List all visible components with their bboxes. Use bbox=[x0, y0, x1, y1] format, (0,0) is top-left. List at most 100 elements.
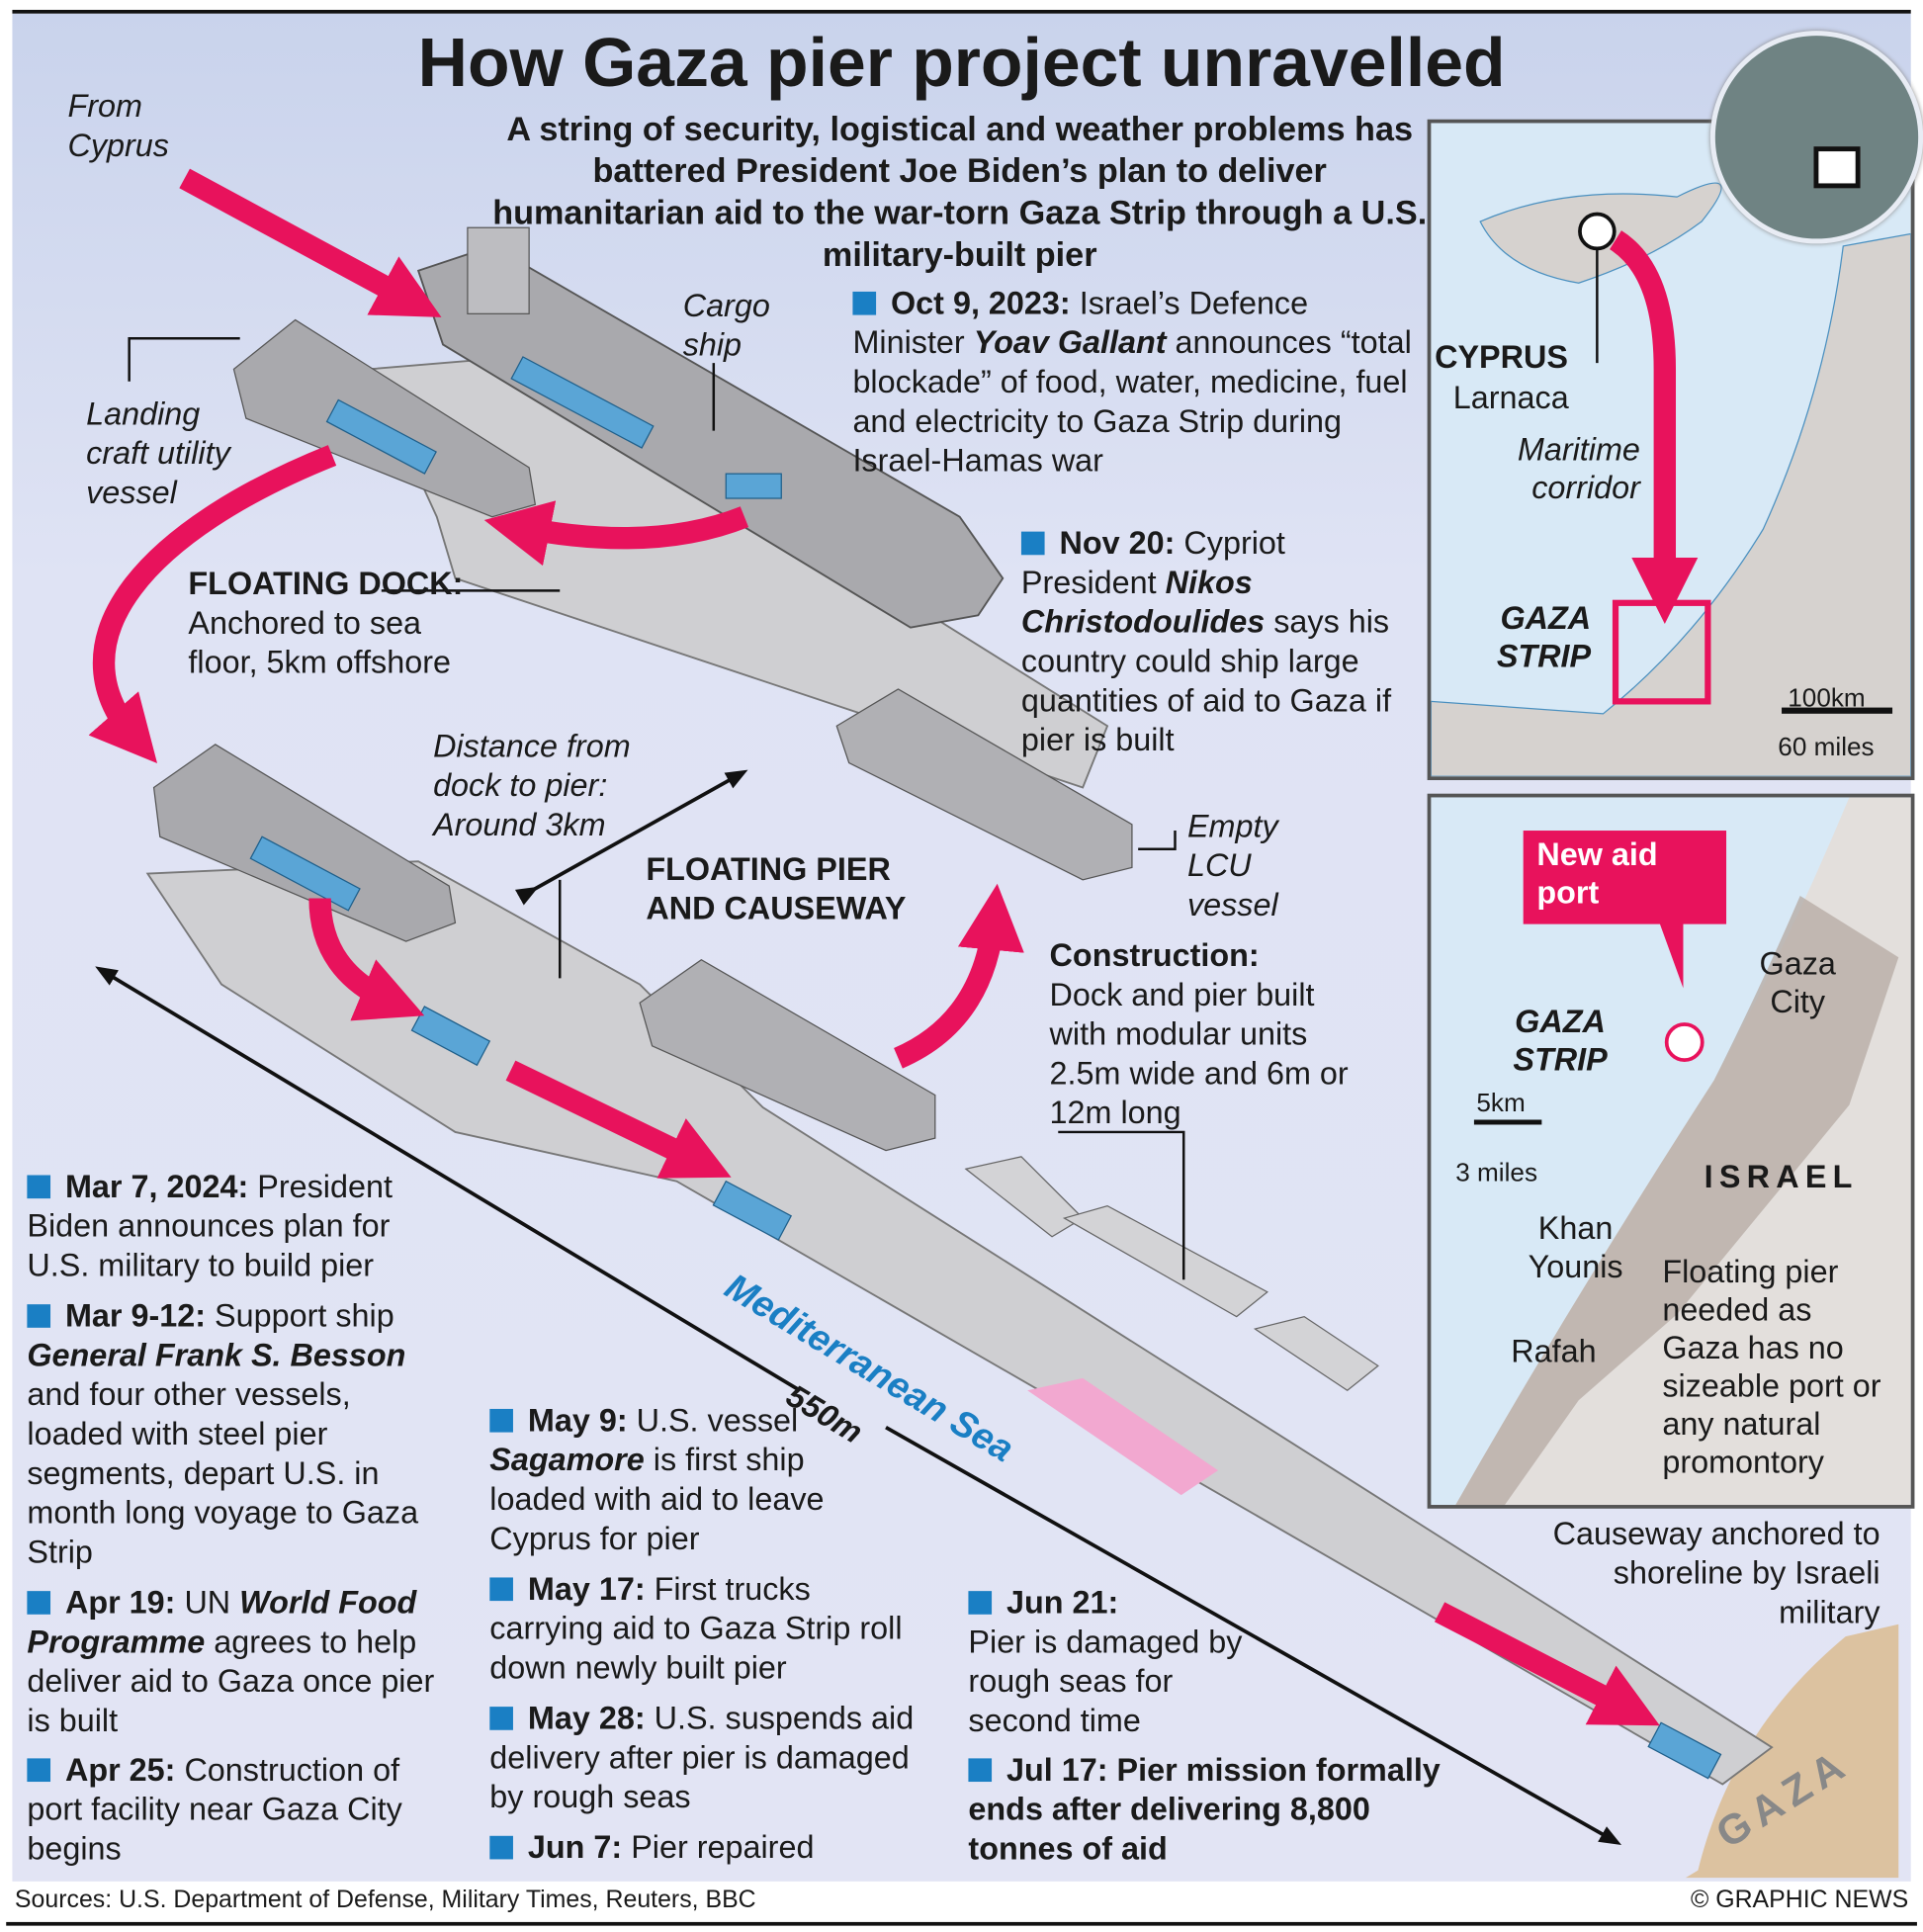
bullet-icon bbox=[968, 1591, 993, 1615]
text: Support ship bbox=[215, 1296, 394, 1335]
cyprus-label: CYPRUS bbox=[1435, 338, 1568, 376]
rafah-label: Rafah bbox=[1511, 1332, 1597, 1370]
date: May 9: bbox=[527, 1401, 628, 1439]
floating-pier-note: Floating pier needed as Gaza has no size… bbox=[1662, 1252, 1881, 1481]
text: announces “total blockade” of food, wate… bbox=[852, 323, 1412, 480]
gaza-shore bbox=[1685, 1624, 1899, 1879]
date: Nov 20: bbox=[1059, 524, 1176, 562]
cargo-ship-label: Cargo ship bbox=[682, 286, 770, 364]
cargo-ship bbox=[416, 244, 1005, 629]
israel-label: ISRAEL bbox=[1704, 1158, 1859, 1195]
text: agrees to help deliver aid to Gaza once … bbox=[27, 1623, 435, 1739]
text: Pier repaired bbox=[631, 1828, 815, 1866]
timeline-jun7: Jun 7: Pier repaired bbox=[489, 1827, 908, 1867]
date: Jun 7: bbox=[527, 1828, 623, 1866]
locator-box-icon bbox=[1813, 146, 1861, 189]
distance-label: Distance from dock to pier: Around 3km bbox=[433, 727, 631, 843]
text: is first ship loaded with aid to leave C… bbox=[489, 1441, 825, 1557]
timeline-jun21: Jun 21:Pier is damaged by rough seas for… bbox=[968, 1582, 1264, 1739]
new-port-callout bbox=[1523, 831, 1727, 924]
anchor-icon bbox=[1664, 1022, 1704, 1063]
text: U.S. vessel bbox=[636, 1401, 799, 1439]
text: UN bbox=[184, 1583, 240, 1622]
floating-dock-text: Anchored to sea floor, 5km offshore bbox=[188, 604, 452, 681]
timeline-apr25: Apr 25: Construction of port facility ne… bbox=[27, 1750, 451, 1868]
bullet-icon bbox=[489, 1577, 513, 1602]
scale-km: 5km bbox=[1476, 1089, 1526, 1118]
gaza-city-label: Gaza City bbox=[1759, 944, 1836, 1020]
text: says his country could ship large quanti… bbox=[1020, 602, 1392, 758]
damaged-section bbox=[1027, 1377, 1219, 1496]
length-arrow-right bbox=[885, 1425, 1622, 1846]
modular-units bbox=[964, 1156, 1379, 1392]
date: May 28: bbox=[527, 1699, 646, 1736]
distance-arrow bbox=[514, 769, 748, 906]
gaza-map: New aid port Gaza City GAZA STRIP 5km 3 … bbox=[1427, 793, 1915, 1509]
text: Cypriot President bbox=[1020, 524, 1285, 601]
construction-text: Dock and pier built with modular units 2… bbox=[1049, 975, 1349, 1131]
globe-locator bbox=[1709, 31, 1923, 244]
scale-miles: 60 miles bbox=[1778, 733, 1875, 762]
date: Jul 17: bbox=[1006, 1750, 1108, 1789]
bullet-icon bbox=[489, 1835, 513, 1860]
ship-name: Sagamore bbox=[489, 1441, 645, 1478]
corridor-label: Maritime corridor bbox=[1517, 430, 1640, 506]
timeline-jul17: Jul 17: Pier mission formally ends after… bbox=[968, 1750, 1472, 1868]
text: U.S. suspends aid delivery after pier is… bbox=[489, 1699, 915, 1815]
floating-pier-label: FLOATING PIER AND CAUSEWAY bbox=[646, 849, 907, 927]
date: Mar 9-12: bbox=[64, 1296, 207, 1335]
landing-craft-2 bbox=[152, 744, 457, 942]
date: Apr 25: bbox=[64, 1750, 176, 1789]
timeline-nov20: Nov 20: Cypriot President Nikos Christod… bbox=[1020, 523, 1421, 759]
text: First trucks carrying aid to Gaza Strip … bbox=[489, 1569, 903, 1686]
date: Mar 7, 2024: bbox=[64, 1168, 249, 1205]
copyright: © GRAPHIC NEWS bbox=[1690, 1886, 1909, 1914]
timeline-may17: May 17: First trucks carrying aid to Gaz… bbox=[489, 1569, 908, 1687]
scale-miles: 3 miles bbox=[1455, 1159, 1538, 1187]
bullet-icon bbox=[852, 291, 877, 315]
footer-rule bbox=[6, 1921, 1917, 1926]
text: Construction of port facility near Gaza … bbox=[27, 1750, 402, 1867]
length-arrow-left bbox=[95, 966, 801, 1392]
new-port-label: New aid port bbox=[1536, 835, 1658, 911]
empty-lcu-2 bbox=[639, 958, 936, 1152]
larnaca-label: Larnaca bbox=[1452, 379, 1569, 416]
timeline-may28: May 28: U.S. suspends aid delivery after… bbox=[489, 1698, 914, 1815]
landing-craft-label: Landing craft utility vessel bbox=[86, 395, 230, 511]
date: May 17: bbox=[527, 1569, 646, 1608]
bullet-icon bbox=[27, 1591, 51, 1615]
aid-trucks bbox=[410, 1006, 1722, 1780]
gaza-strip-label: GAZA STRIP bbox=[1496, 599, 1592, 674]
from-cyprus-label: From Cyprus bbox=[67, 87, 169, 164]
sources: Sources: U.S. Department of Defense, Mil… bbox=[14, 1886, 756, 1914]
gaza-map-art bbox=[1455, 797, 1911, 1506]
ship-name: General Frank S. Besson bbox=[27, 1336, 406, 1373]
date: Jun 21: bbox=[1006, 1583, 1119, 1622]
timeline-apr19: Apr 19: UN World Food Programme agrees t… bbox=[27, 1582, 464, 1739]
bullet-icon bbox=[489, 1707, 513, 1730]
regional-map-art bbox=[1431, 182, 1911, 777]
scale-km: 100km bbox=[1788, 683, 1866, 713]
date: Oct 9, 2023: bbox=[891, 284, 1071, 321]
person-name: Nikos Christodoulides bbox=[1020, 563, 1266, 641]
bullet-icon bbox=[27, 1758, 51, 1783]
aid-containers bbox=[249, 356, 782, 912]
bullet-icon bbox=[27, 1304, 51, 1328]
anchor-icon bbox=[1578, 212, 1617, 251]
bullet-icon bbox=[1020, 531, 1045, 556]
text: Israel’s Defence Minister bbox=[852, 284, 1309, 361]
bullet-icon bbox=[968, 1758, 993, 1783]
text: and four other vessels, loaded with stee… bbox=[27, 1375, 419, 1570]
flow-arrows bbox=[88, 168, 1660, 1726]
causeway-label: Causeway anchored to shoreline by Israel… bbox=[1552, 1514, 1880, 1630]
text: Pier mission formally ends after deliver… bbox=[968, 1750, 1441, 1867]
floating-dock-label: FLOATING DOCK: Anchored to sea floor, 5k… bbox=[188, 564, 483, 681]
empty-lcu-1 bbox=[835, 688, 1133, 881]
gaza-strip-label: GAZA STRIP bbox=[1513, 1003, 1608, 1079]
date: Apr 19: bbox=[64, 1583, 176, 1622]
construction-title: Construction: bbox=[1049, 936, 1260, 974]
page-subtitle: A string of security, logistical and wea… bbox=[492, 109, 1428, 274]
org-name: World Food Programme bbox=[27, 1583, 417, 1660]
callout-pointer bbox=[1658, 920, 1684, 989]
